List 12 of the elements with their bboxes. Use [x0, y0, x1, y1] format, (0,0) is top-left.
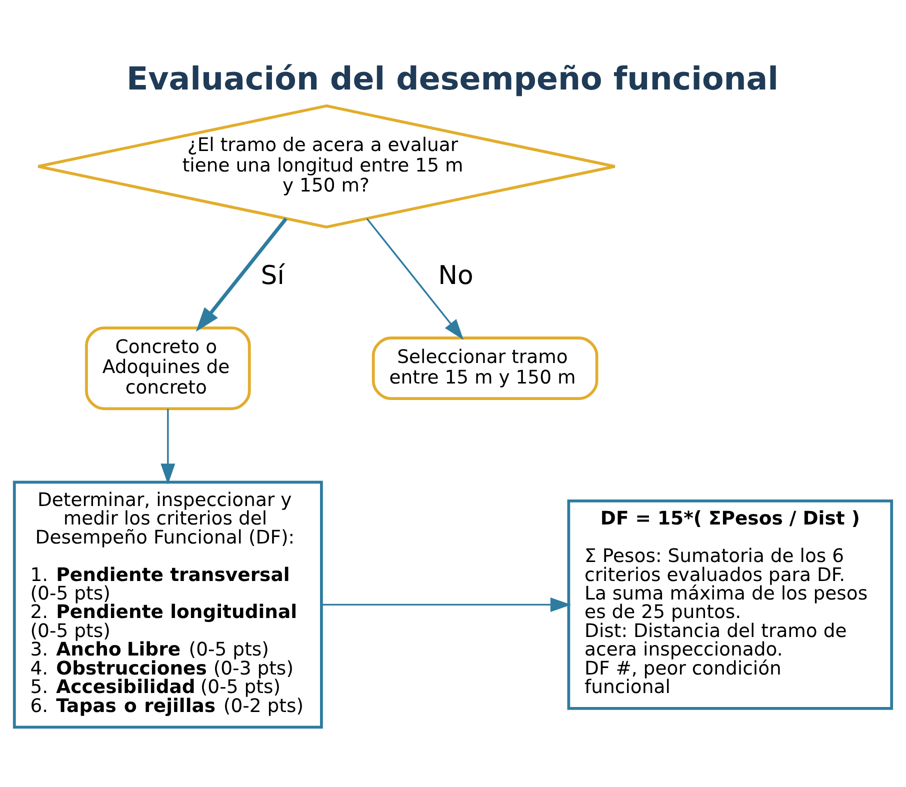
node-box: Concreto o Adoquines de concreto: [85, 326, 251, 410]
diagram-title: Evaluación del desempeño funcional: [126, 61, 779, 98]
arrow: [160, 408, 176, 484]
node-box: Seleccionar tramo entre 15 m y 150 m: [372, 336, 598, 400]
node-diamond: ¿El tramo de acera a evaluar tiene una longitud entre 15 m y 150 m?: [36, 104, 616, 228]
node-box: Determinar, inspeccionar y medir los criterios del Desempeño Funcional (DF): 1. Pendiente transversal (0-5 pts) 2. Pendiente longitudinal (0-5 pts) 3. Ancho Libre (0-5 pts) 4. Obstrucciones (0-3 pts) 5. Accesibilidad (0-5 pts) 6. Tapas o rejillas (0-2 pts): [12, 480, 323, 729]
edge-label: Sí: [260, 260, 284, 291]
arrow: [196, 217, 288, 332]
edge-label: No: [438, 260, 474, 291]
node-box: DF = 15*( ΣPesos / Dist ) Σ Pesos: Sumatoria de los 6 criterios evaluados para DF. La suma máxima de los pesos es de 25 puntos. Dist: Distancia del tramo de acera inspeccionado. DF #, peor condición funcional: [567, 499, 894, 710]
arrow: [322, 597, 572, 612]
arrow: [366, 218, 464, 340]
